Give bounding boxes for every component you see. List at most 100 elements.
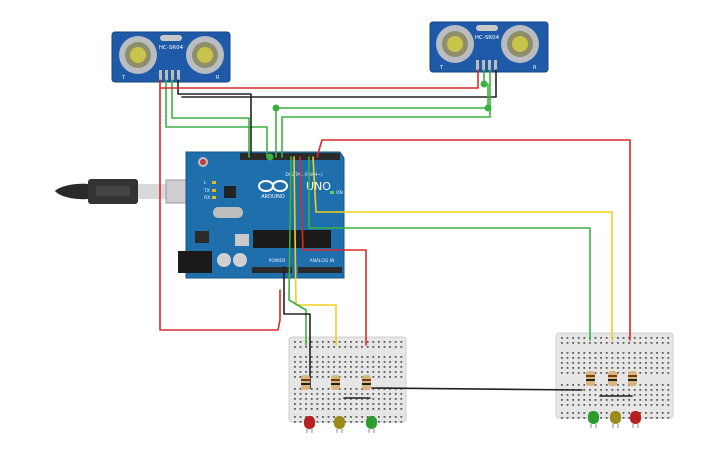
breadboard-hole[interactable] — [605, 394, 608, 396]
breadboard-hole[interactable] — [383, 403, 386, 405]
breadboard-hole[interactable] — [656, 342, 658, 344]
breadboard-hole[interactable] — [667, 337, 670, 339]
breadboard-hole[interactable] — [572, 404, 574, 406]
breadboard-hole[interactable] — [577, 367, 580, 369]
breadboard-hole[interactable] — [589, 394, 591, 396]
breadboard-hole[interactable] — [594, 362, 597, 364]
breadboard-hole[interactable] — [355, 398, 358, 400]
breadboard-hole[interactable] — [594, 352, 597, 354]
breadboard-hole[interactable] — [583, 412, 586, 414]
breadboard-hole[interactable] — [600, 384, 602, 386]
breadboard-hole[interactable] — [383, 371, 386, 373]
breadboard-hole[interactable] — [299, 341, 302, 343]
breadboard-hole[interactable] — [299, 346, 302, 348]
breadboard-hole[interactable] — [372, 361, 375, 363]
breadboard-hole[interactable] — [583, 357, 586, 359]
breadboard-hole[interactable] — [299, 366, 302, 368]
breadboard-hole[interactable] — [572, 352, 574, 354]
breadboard-hole[interactable] — [372, 346, 375, 348]
breadboard-hole[interactable] — [605, 372, 608, 374]
breadboard-hole[interactable] — [566, 384, 569, 386]
breadboard-hole[interactable] — [361, 356, 363, 358]
breadboard-hole[interactable] — [561, 362, 563, 364]
breadboard-hole[interactable] — [589, 352, 591, 354]
breadboard-hole[interactable] — [366, 356, 369, 358]
breadboard-hole[interactable] — [372, 341, 375, 343]
breadboard-hole[interactable] — [355, 421, 358, 423]
breadboard-hole[interactable] — [310, 408, 313, 410]
breadboard-hole[interactable] — [645, 352, 647, 354]
breadboard-hole[interactable] — [344, 356, 347, 358]
breadboard-hole[interactable] — [600, 342, 602, 344]
breadboard-hole[interactable] — [327, 361, 330, 363]
pin-vcc-right[interactable] — [476, 60, 479, 70]
breadboard-hole[interactable] — [572, 367, 574, 369]
breadboard-hole[interactable] — [389, 366, 391, 368]
pin-echo-right[interactable] — [488, 60, 491, 70]
breadboard-hole[interactable] — [583, 417, 586, 419]
breadboard-hole[interactable] — [633, 342, 636, 344]
breadboard-hole[interactable] — [594, 372, 597, 374]
breadboard-hole[interactable] — [639, 404, 642, 406]
breadboard-hole[interactable] — [305, 403, 307, 405]
breadboard-hole[interactable] — [577, 384, 580, 386]
breadboard-hole[interactable] — [611, 389, 614, 391]
breadboard-hole[interactable] — [628, 404, 630, 406]
breadboard-hole[interactable] — [333, 403, 335, 405]
breadboard-hole[interactable] — [561, 404, 563, 406]
breadboard-hole[interactable] — [383, 361, 386, 363]
breadboard-hole[interactable] — [294, 346, 296, 348]
breadboard-hole[interactable] — [633, 362, 636, 364]
breadboard-hole[interactable] — [361, 361, 363, 363]
breadboard-hole[interactable] — [617, 352, 619, 354]
breadboard-hole[interactable] — [344, 361, 347, 363]
breadboard-hole[interactable] — [583, 352, 586, 354]
breadboard-hole[interactable] — [600, 357, 602, 359]
breadboard-hole[interactable] — [389, 371, 391, 373]
breadboard-hole[interactable] — [310, 366, 313, 368]
power-header[interactable] — [252, 267, 292, 273]
breadboard-hole[interactable] — [566, 357, 569, 359]
breadboard-hole[interactable] — [383, 376, 386, 378]
breadboard-hole[interactable] — [316, 393, 319, 395]
breadboard-hole[interactable] — [316, 356, 319, 358]
breadboard-hole[interactable] — [378, 421, 380, 423]
breadboard-hole[interactable] — [594, 384, 597, 386]
breadboard-hole[interactable] — [566, 342, 569, 344]
breadboard-hole[interactable] — [366, 403, 369, 405]
breadboard-hole[interactable] — [333, 366, 335, 368]
breadboard-hole[interactable] — [355, 416, 358, 418]
breadboard-hole[interactable] — [605, 357, 608, 359]
breadboard-hole[interactable] — [383, 408, 386, 410]
breadboard-hole[interactable] — [583, 404, 586, 406]
breadboard-hole[interactable] — [361, 416, 363, 418]
breadboard-hole[interactable] — [661, 384, 664, 386]
breadboard-hole[interactable] — [605, 352, 608, 354]
breadboard-hole[interactable] — [639, 337, 642, 339]
breadboard-hole[interactable] — [305, 371, 307, 373]
breadboard-hole[interactable] — [344, 408, 347, 410]
breadboard-hole[interactable] — [633, 352, 636, 354]
breadboard-hole[interactable] — [583, 389, 586, 391]
breadboard-hole[interactable] — [394, 361, 397, 363]
breadboard-hole[interactable] — [355, 376, 358, 378]
breadboard-hole[interactable] — [611, 367, 614, 369]
breadboard-hole[interactable] — [577, 362, 580, 364]
breadboard-hole[interactable] — [316, 371, 319, 373]
breadboard-hole[interactable] — [305, 416, 307, 418]
breadboard-hole[interactable] — [566, 352, 569, 354]
breadboard-hole[interactable] — [594, 399, 597, 401]
breadboard-hole[interactable] — [327, 393, 330, 395]
breadboard-hole[interactable] — [366, 416, 369, 418]
breadboard-hole[interactable] — [611, 399, 614, 401]
breadboard-hole[interactable] — [338, 356, 341, 358]
breadboard-hole[interactable] — [650, 352, 653, 354]
breadboard-hole[interactable] — [650, 399, 653, 401]
breadboard-hole[interactable] — [645, 372, 647, 374]
breadboard-hole[interactable] — [350, 341, 352, 343]
breadboard-hole[interactable] — [299, 403, 302, 405]
breadboard-hole[interactable] — [650, 337, 653, 339]
breadboard-hole[interactable] — [350, 376, 352, 378]
analog-header[interactable] — [298, 267, 342, 273]
breadboard-hole[interactable] — [656, 389, 658, 391]
